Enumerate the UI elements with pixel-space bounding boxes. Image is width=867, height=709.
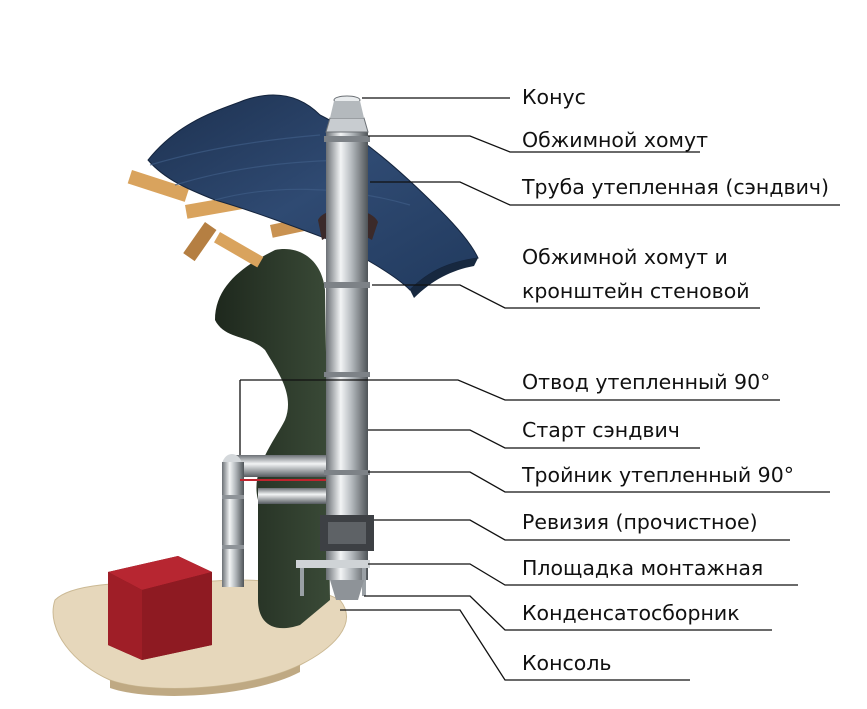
label-condensate-collector: Конденсатосборник xyxy=(522,601,740,625)
clamp-mid xyxy=(324,282,370,288)
cone xyxy=(325,117,369,133)
label-cone: Конус xyxy=(522,85,586,109)
label-wall-bracket: кронштейн стеновой xyxy=(522,279,750,303)
mounting-platform xyxy=(296,560,370,568)
condensate-collector xyxy=(330,580,364,600)
left-vertical-pipe xyxy=(222,462,244,587)
main-chimney-pipe xyxy=(326,130,368,580)
offset-pipe-lower xyxy=(258,488,326,504)
label-crimp-clamp: Обжимной хомут xyxy=(522,128,709,152)
label-revision: Ревизия (прочистное) xyxy=(522,510,758,534)
label-insulated-pipe: Труба утепленная (сэндвич) xyxy=(522,175,830,199)
label-start-sandwich: Старт сэндвич xyxy=(522,418,680,442)
wall xyxy=(215,249,330,629)
stove-box xyxy=(108,556,212,660)
label-crimp-clamp-and: Обжимной хомут и xyxy=(522,245,728,269)
label-insulated-tee: Тройник утепленный 90° xyxy=(522,463,794,487)
offset-pipe-upper xyxy=(232,455,327,477)
label-mounting-platform: Площадка монтажная xyxy=(522,556,764,580)
label-insulated-elbow: Отвод утепленный 90° xyxy=(522,370,771,394)
leader-lines xyxy=(239,97,840,681)
clamp-top xyxy=(324,136,370,142)
roof xyxy=(147,94,479,291)
label-console: Консоль xyxy=(522,651,612,675)
